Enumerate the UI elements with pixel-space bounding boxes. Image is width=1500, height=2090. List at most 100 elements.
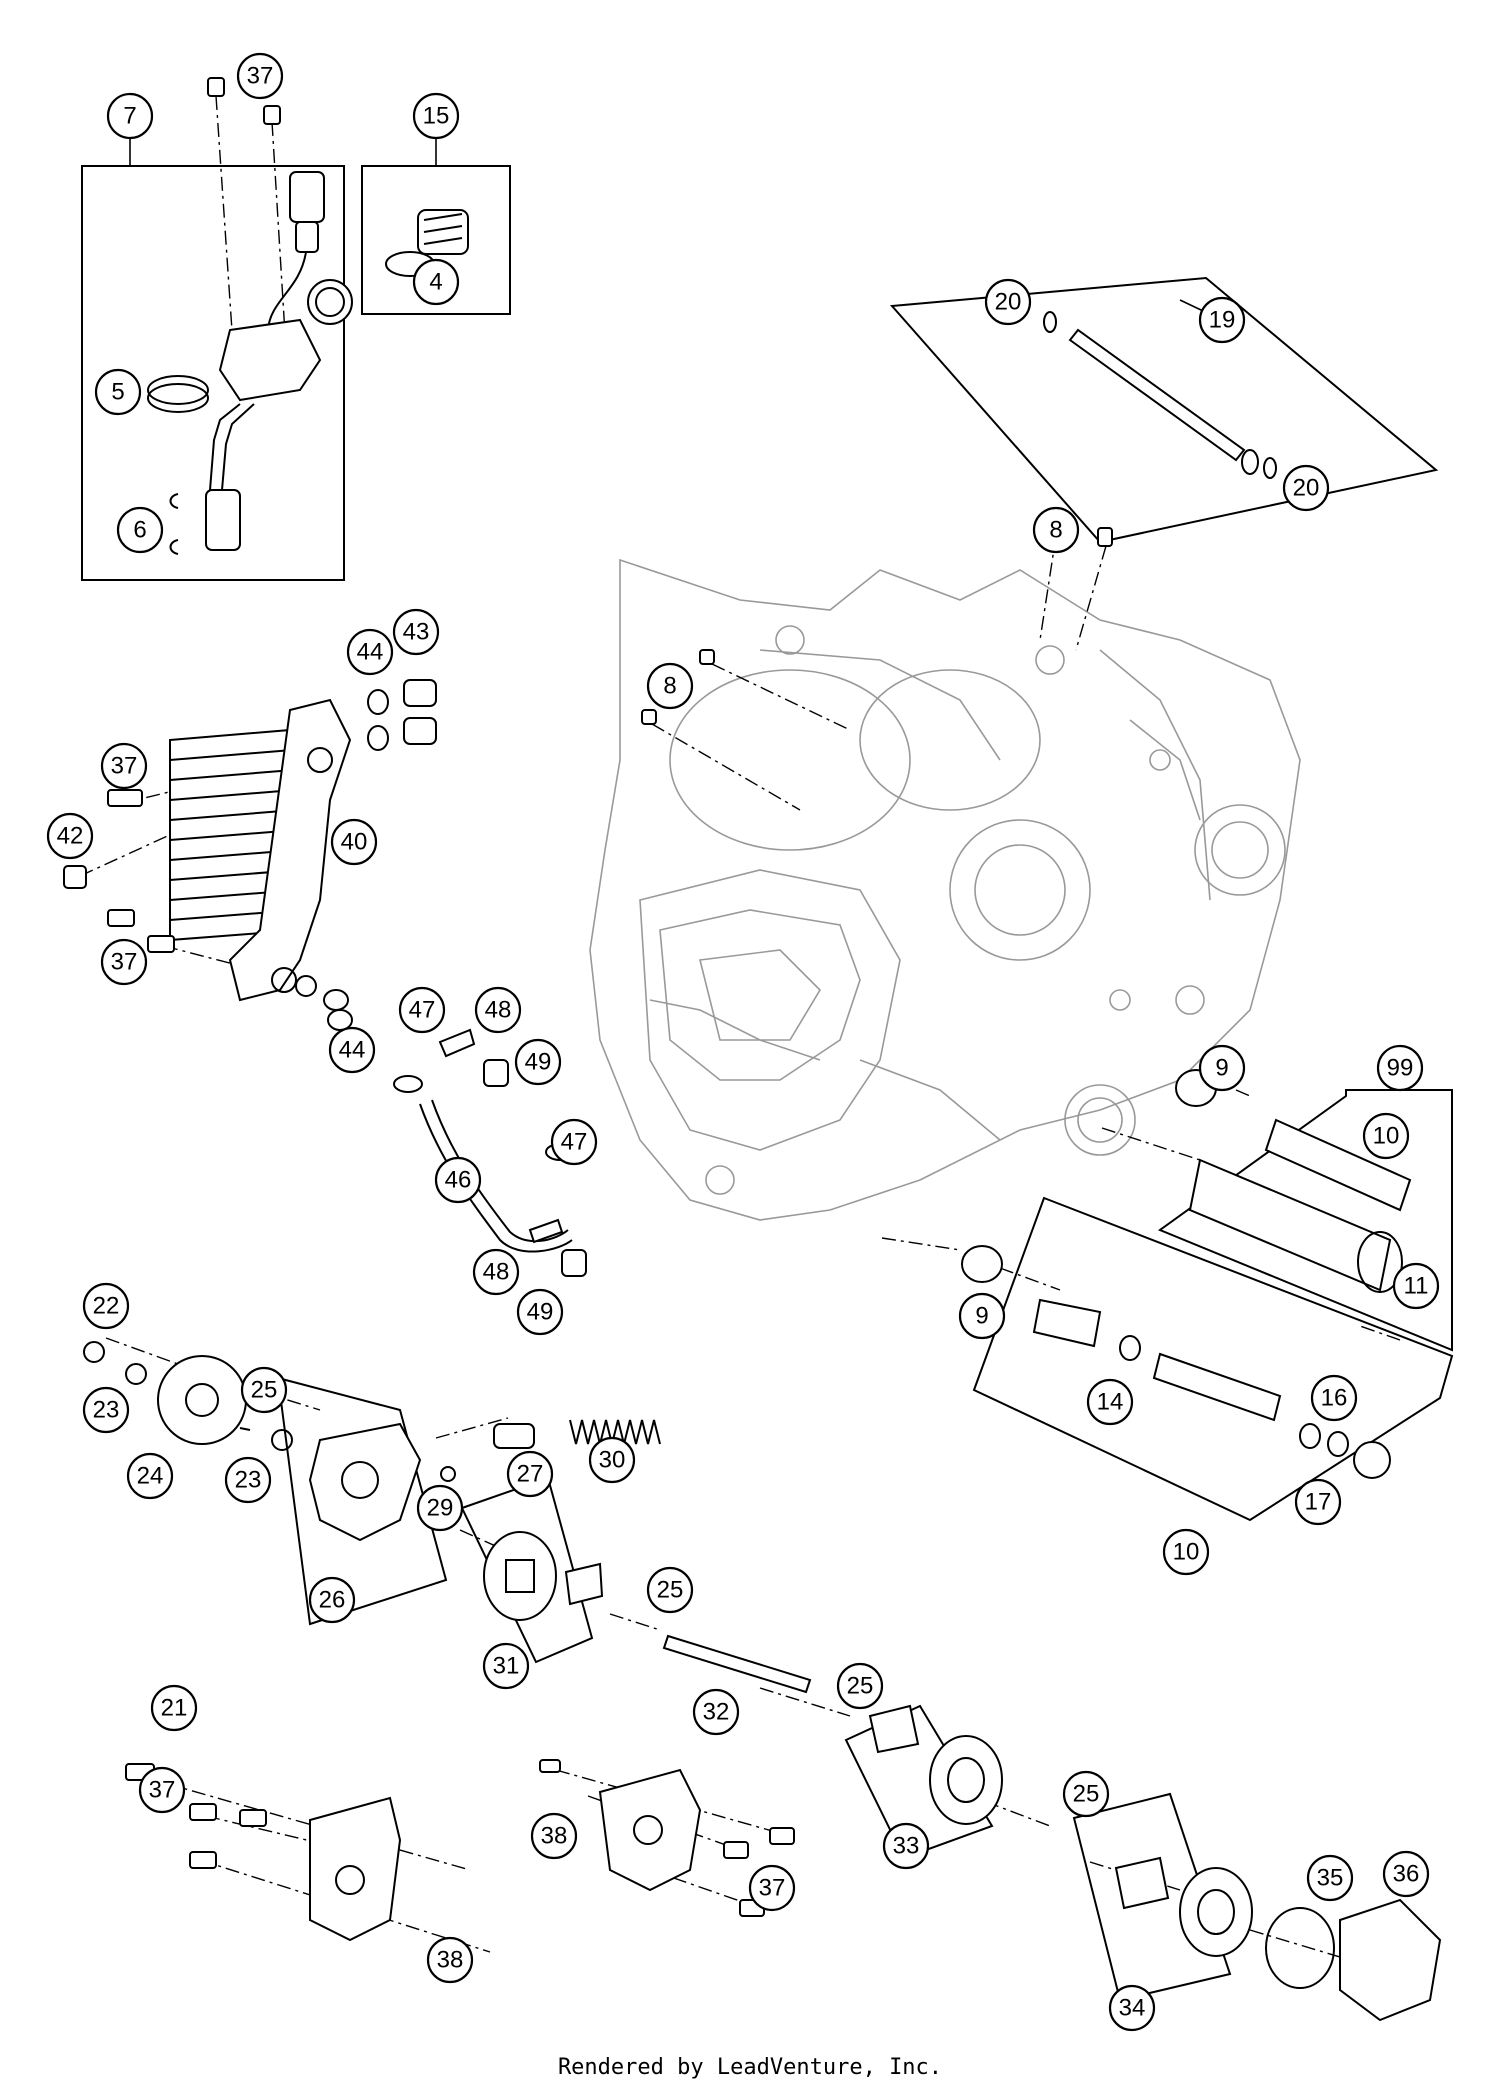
- callout-4: 4: [412, 258, 460, 306]
- callout-11: 11: [1392, 1262, 1440, 1310]
- callout-7: 7: [106, 92, 154, 140]
- footer-credit: Rendered by LeadVenture, Inc.: [558, 2055, 942, 2080]
- callout-26: 26: [308, 1576, 356, 1624]
- callout-9-lower: 9: [958, 1292, 1006, 1340]
- part-oil-temp-sensor: [147, 171, 353, 555]
- svg-text:30: 30: [599, 1447, 626, 1474]
- svg-text:31: 31: [493, 1653, 520, 1680]
- svg-text:9: 9: [975, 1303, 988, 1330]
- svg-text:32: 32: [703, 1699, 730, 1726]
- callout-37-top: 37: [236, 52, 284, 100]
- callout-37-cover-middle: 37: [748, 1864, 796, 1912]
- svg-text:49: 49: [525, 1049, 552, 1076]
- callout-10-lower: 10: [1162, 1528, 1210, 1576]
- svg-text:48: 48: [485, 997, 512, 1024]
- callout-25-rotor: 25: [646, 1566, 694, 1614]
- callout-16: 16: [1310, 1374, 1358, 1422]
- svg-text:49: 49: [527, 1299, 554, 1326]
- svg-text:17: 17: [1305, 1489, 1332, 1516]
- svg-text:33: 33: [893, 1833, 920, 1860]
- callout-44-bottom: 44: [328, 1026, 376, 1074]
- callout-23-right: 23: [224, 1456, 272, 1504]
- svg-text:47: 47: [561, 1129, 588, 1156]
- callout-42: 42: [46, 812, 94, 860]
- svg-text:37: 37: [759, 1875, 786, 1902]
- svg-text:19: 19: [1209, 307, 1236, 334]
- svg-text:29: 29: [427, 1495, 454, 1522]
- part-plug-15: [385, 209, 469, 277]
- svg-text:34: 34: [1119, 1995, 1146, 2022]
- callout-37-cooler-top: 37: [100, 742, 148, 790]
- callout-49-upper: 49: [514, 1038, 562, 1086]
- group-frames: [81, 165, 1454, 2002]
- callout-40: 40: [330, 818, 378, 866]
- callout-34: 34: [1108, 1984, 1156, 2032]
- svg-text:9: 9: [1215, 1055, 1228, 1082]
- callout-31: 31: [482, 1642, 530, 1690]
- svg-text:4: 4: [429, 269, 442, 296]
- svg-text:23: 23: [235, 1467, 262, 1494]
- callout-29: 29: [416, 1484, 464, 1532]
- svg-text:15: 15: [423, 103, 450, 130]
- svg-text:20: 20: [995, 289, 1022, 316]
- svg-text:44: 44: [339, 1037, 366, 1064]
- callout-21: 21: [150, 1684, 198, 1732]
- callout-49-lower: 49: [516, 1288, 564, 1336]
- callout-25-gear: 25: [240, 1366, 288, 1414]
- part-covers-bottom: [125, 1759, 795, 1942]
- svg-text:37: 37: [149, 1777, 176, 1804]
- callout-25-shaft: 25: [836, 1662, 884, 1710]
- svg-text:11: 11: [1404, 1273, 1429, 1300]
- svg-text:44: 44: [357, 639, 384, 666]
- svg-text:5: 5: [111, 379, 124, 406]
- part-rotors: [483, 1531, 1442, 2022]
- svg-text:7: 7: [123, 103, 136, 130]
- callout-14: 14: [1086, 1378, 1134, 1426]
- callout-35: 35: [1306, 1854, 1354, 1902]
- part-oil-cooler-40: [169, 698, 352, 1002]
- callout-32: 32: [692, 1688, 740, 1736]
- callout-44-top: 44: [346, 628, 394, 676]
- svg-text:42: 42: [57, 823, 84, 850]
- svg-text:8: 8: [1049, 517, 1062, 544]
- callout-43: 43: [392, 608, 440, 656]
- svg-text:23: 23: [93, 1397, 120, 1424]
- svg-text:99: 99: [1387, 1055, 1414, 1082]
- svg-text:8: 8: [663, 673, 676, 700]
- crankcase-ghost: [589, 558, 1301, 1221]
- svg-text:35: 35: [1317, 1865, 1344, 1892]
- callout-33: 33: [882, 1822, 930, 1870]
- callout-10-upper: 10: [1362, 1112, 1410, 1160]
- callout-15: 15: [412, 92, 460, 140]
- svg-text:21: 21: [161, 1695, 188, 1722]
- svg-text:10: 10: [1373, 1123, 1400, 1150]
- svg-text:22: 22: [93, 1293, 120, 1320]
- svg-text:25: 25: [847, 1673, 874, 1700]
- callout-47-lower: 47: [550, 1118, 598, 1166]
- svg-text:38: 38: [541, 1823, 568, 1850]
- callout-38-middle: 38: [530, 1812, 578, 1860]
- svg-text:47: 47: [409, 997, 436, 1024]
- svg-text:14: 14: [1097, 1389, 1124, 1416]
- callout-48-lower: 48: [472, 1248, 520, 1296]
- callout-99: 99: [1376, 1044, 1424, 1092]
- svg-text:43: 43: [403, 619, 430, 646]
- svg-text:27: 27: [517, 1461, 544, 1488]
- callout-19: 19: [1198, 296, 1246, 344]
- callout-9-upper: 9: [1198, 1044, 1246, 1092]
- svg-text:10: 10: [1173, 1539, 1200, 1566]
- svg-text:25: 25: [1073, 1781, 1100, 1808]
- svg-text:26: 26: [319, 1587, 346, 1614]
- svg-text:25: 25: [251, 1377, 278, 1404]
- svg-text:40: 40: [341, 829, 368, 856]
- callout-27: 27: [506, 1450, 554, 1498]
- callout-23-left: 23: [82, 1386, 130, 1434]
- callout-24: 24: [126, 1452, 174, 1500]
- callout-22: 22: [82, 1282, 130, 1330]
- callout-30: 30: [588, 1436, 636, 1484]
- callout-8-upper: 8: [1032, 506, 1080, 554]
- callout-46: 46: [434, 1156, 482, 1204]
- callout-37-cooler-bottom: 37: [100, 938, 148, 986]
- callout-38-left: 38: [426, 1936, 474, 1984]
